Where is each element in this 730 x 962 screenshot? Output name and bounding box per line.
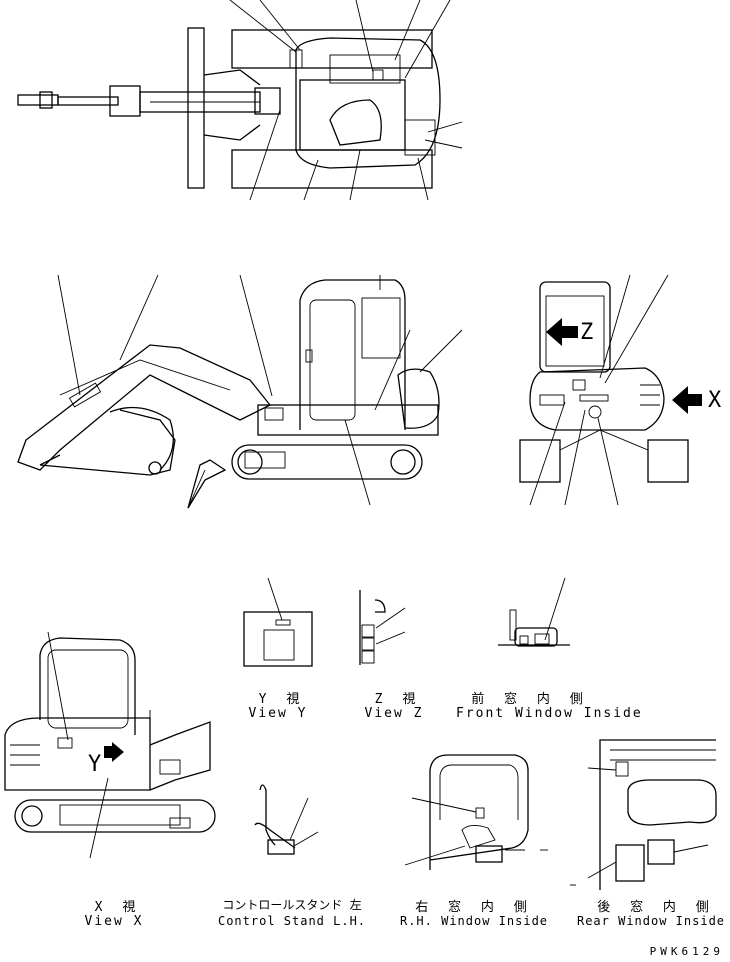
top-view <box>17 0 463 201</box>
front-window-detail <box>498 577 570 647</box>
rear-hood <box>529 367 665 431</box>
upper-structure <box>295 37 441 169</box>
control-stand-detail <box>254 784 319 855</box>
rh-window-detail <box>404 754 576 886</box>
side-track <box>231 444 423 480</box>
boom <box>17 344 272 471</box>
rear-track-left <box>519 439 561 483</box>
rear-window-detail <box>587 739 717 890</box>
rear-window-caption-en: Rear Window Inside <box>576 914 726 928</box>
rear-window-caption-jp: 後 窓 内 側 <box>597 900 715 915</box>
rear-track-right <box>647 439 689 483</box>
rear-view <box>519 274 702 506</box>
blade <box>187 27 205 189</box>
side-view <box>17 274 463 509</box>
view-x-caption-jp: X 視 <box>94 900 142 915</box>
seat <box>329 99 382 146</box>
rh-window-caption-jp: 右 窓 内 側 <box>415 900 533 915</box>
arrow-y-icon <box>104 742 124 762</box>
track-lower <box>231 149 433 189</box>
view-y-caption-en: View Y <box>248 706 308 721</box>
front-window-caption-jp: 前 窓 内 側 <box>471 692 589 707</box>
marker-x: X <box>708 388 722 413</box>
control-stand-caption-en: Control Stand L.H. <box>217 914 367 928</box>
view-x-caption-en: View X <box>84 914 144 929</box>
view-x-detail <box>4 631 216 859</box>
view-y-detail <box>243 577 313 667</box>
control-stand-caption-jp: コントロールスタンド 左 <box>222 898 362 912</box>
view-z-detail <box>359 590 406 665</box>
view-z-caption-jp: Z 視 <box>374 692 422 707</box>
rear-cab <box>539 281 611 373</box>
front-window-caption-en: Front Window Inside <box>456 706 643 721</box>
marker-y: Y <box>88 752 102 777</box>
arrow-z-icon <box>546 318 578 346</box>
arrow-x-icon <box>672 386 702 414</box>
cab <box>299 279 406 430</box>
marker-z: Z <box>580 320 594 345</box>
track-upper <box>231 29 433 69</box>
rh-window-caption-en: R.H. Window Inside <box>399 914 549 928</box>
drawing-code: PWK6129 <box>649 945 724 958</box>
view-y-caption-jp: Y 視 <box>258 692 306 707</box>
view-z-caption-en: View Z <box>364 706 424 721</box>
